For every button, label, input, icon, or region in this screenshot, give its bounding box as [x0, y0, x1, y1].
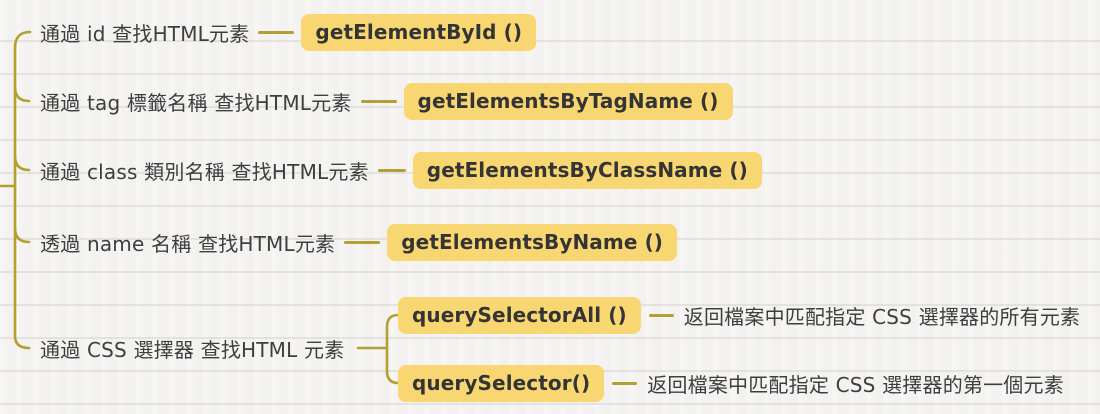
- method-description: 返回檔案中匹配指定 CSS 選擇器的第一個元素: [647, 372, 1064, 397]
- method-chip-getelementsbytagname: getElementsByTagName (): [403, 82, 733, 120]
- mindmap-branch-tag: 通過 tag 標籤名稱 查找HTML元素 getElementsByTagNam…: [40, 81, 733, 121]
- branch-to-method-connector: [360, 99, 397, 103]
- branch-to-method-connector: [377, 168, 406, 172]
- child-node-queryselectorall: querySelectorAll () 返回檔案中匹配指定 CSS 選擇器的所有…: [398, 296, 1080, 334]
- children-brace: [385, 313, 400, 385]
- method-chip-queryselectorall: querySelectorAll (): [398, 296, 641, 334]
- mindmap-branch-id: 通過 id 查找HTML元素 getElementById (): [40, 12, 537, 52]
- method-chip-getelementsbyname: getElementsByName (): [387, 223, 678, 261]
- method-description: 返回檔案中匹配指定 CSS 選擇器的所有元素: [683, 304, 1081, 329]
- method-chip-getelementbyid: getElementById (): [301, 13, 537, 51]
- branch-label: 透過 name 名稱 查找HTML元素: [40, 231, 336, 256]
- branch-curve-2: [13, 85, 31, 103]
- branch-curve-4: [13, 226, 31, 244]
- mindmap-branch-class: 通過 class 類別名稱 查找HTML元素 getElementsByClas…: [40, 150, 762, 190]
- branch-label: 通過 tag 標籤名稱 查找HTML元素: [40, 90, 352, 115]
- branch-label: 通過 class 類別名稱 查找HTML元素: [40, 159, 369, 184]
- branch-curve-3: [13, 154, 31, 172]
- mindmap-branch-css-selector: 通過 CSS 選擇器 查找HTML 元素: [40, 328, 344, 368]
- branch-label: 通過 CSS 選擇器 查找HTML 元素: [40, 337, 345, 362]
- branch-to-method-connector: [258, 30, 295, 34]
- method-to-description-connector: [612, 381, 638, 385]
- child-node-queryselector: querySelector() 返回檔案中匹配指定 CSS 選擇器的第一個元素: [398, 364, 1064, 402]
- mindmap-branch-name: 透過 name 名稱 查找HTML元素 getElementsByName (): [40, 222, 678, 262]
- method-to-description-connector: [648, 313, 674, 317]
- branch-label: 通過 id 查找HTML元素: [40, 21, 250, 46]
- branch-to-method-connector: [344, 240, 381, 244]
- method-chip-queryselector: querySelector(): [398, 364, 605, 402]
- method-chip-getelementsbyclassname: getElementsByClassName (): [412, 151, 762, 189]
- trunk-path: [13, 30, 32, 350]
